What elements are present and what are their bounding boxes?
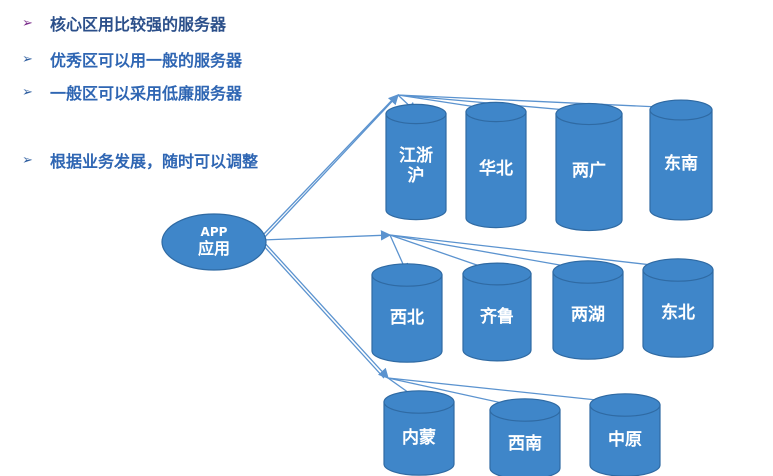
cylinder-body <box>385 113 447 221</box>
trunk-connector <box>261 239 389 379</box>
database-label-line: 内蒙 <box>402 427 436 448</box>
app-node-title: APP <box>200 224 228 239</box>
database-cylinder <box>489 398 561 476</box>
branch-connector <box>397 94 683 113</box>
database-label: 两湖 <box>553 283 623 348</box>
arrow-bullet-icon: ➢ <box>22 84 33 100</box>
app-node-shape <box>161 213 267 271</box>
database-label-line: 华北 <box>479 159 513 180</box>
database-cylinder <box>649 99 713 221</box>
branch-connector <box>389 234 680 273</box>
database-cylinder <box>462 262 532 362</box>
cylinder-body <box>371 274 443 363</box>
database-label-line: 齐鲁 <box>480 306 514 327</box>
fan-connector <box>261 243 385 379</box>
database-cylinder <box>371 263 443 363</box>
database-label-line: 东南 <box>664 154 698 175</box>
database-label-line: 西南 <box>508 433 542 454</box>
cylinder-top <box>465 101 527 123</box>
database-label-line: 沪 <box>407 165 425 186</box>
database-label: 江浙沪 <box>386 124 446 210</box>
cylinder-top <box>385 103 447 125</box>
database-cylinder <box>552 260 624 360</box>
database-cylinder <box>465 101 527 229</box>
database-label: 两广 <box>556 125 622 220</box>
database-label: 东北 <box>643 281 713 346</box>
database-cylinder <box>555 102 623 232</box>
bullet-item: ➢ 核心区用比较强的服务器 <box>22 11 226 35</box>
database-label-line: 西北 <box>390 307 424 328</box>
database-cylinder <box>642 258 714 358</box>
app-node-ellipse <box>161 213 267 271</box>
cylinder-body <box>489 409 561 476</box>
cylinder-body <box>465 111 527 229</box>
database-group <box>371 99 714 476</box>
branch-connector <box>387 377 627 408</box>
trunk-connector <box>261 94 399 241</box>
cylinder-body <box>383 401 455 476</box>
database-label-line: 两湖 <box>571 304 605 325</box>
cylinder-top <box>552 260 624 284</box>
database-label: 西北 <box>372 286 442 351</box>
cylinder-body <box>552 271 624 360</box>
database-label-line: 两广 <box>572 161 606 182</box>
branch-connector <box>389 234 590 274</box>
database-cylinder <box>385 103 447 221</box>
bullet-text: 核心区用比较强的服务器 <box>50 15 227 34</box>
cylinder-top <box>649 99 713 121</box>
cylinder-body <box>589 404 661 476</box>
bullet-text: 优秀区可以用一般的服务器 <box>50 51 243 70</box>
bullet-item: ➢ 优秀区可以用一般的服务器 <box>22 47 242 71</box>
cylinder-top <box>462 262 532 286</box>
trunk-connector <box>261 230 392 241</box>
arrow-bullet-icon: ➢ <box>22 152 33 168</box>
cylinder-top <box>555 102 623 126</box>
database-label: 东南 <box>650 120 712 210</box>
fan-connector <box>261 95 397 237</box>
cylinder-top <box>371 263 443 287</box>
cylinder-top <box>589 393 661 417</box>
bullet-text: 一般区可以采用低廉服务器 <box>50 84 243 103</box>
bullet-text: 根据业务发展，随时可以调整 <box>50 152 259 171</box>
database-label-line: 江浙 <box>399 146 433 167</box>
arrow-bullet-icon: ➢ <box>22 15 33 31</box>
arrow-bullet-icon: ➢ <box>22 51 33 67</box>
database-label-line: 中原 <box>608 429 642 450</box>
database-label: 华北 <box>466 122 526 218</box>
cylinder-body <box>642 269 714 358</box>
app-node-label: APP 应用 <box>162 214 266 270</box>
database-cylinder <box>589 393 661 476</box>
database-label: 内蒙 <box>384 413 454 464</box>
cylinder-body <box>462 273 532 362</box>
cylinder-top <box>489 398 561 422</box>
cylinder-top <box>642 258 714 282</box>
app-node-subtitle: 应用 <box>197 238 230 258</box>
cylinder-body <box>649 109 713 221</box>
database-label: 西南 <box>490 421 560 468</box>
cylinder-body <box>555 113 623 232</box>
database-cylinder <box>383 390 455 476</box>
bullet-item: ➢ 根据业务发展，随时可以调整 <box>22 148 258 172</box>
cylinder-top <box>383 390 455 414</box>
bullet-item: ➢ 一般区可以采用低廉服务器 <box>22 80 242 104</box>
database-label: 中原 <box>590 416 660 465</box>
database-label-line: 东北 <box>661 302 695 323</box>
database-label: 齐鲁 <box>463 285 531 350</box>
